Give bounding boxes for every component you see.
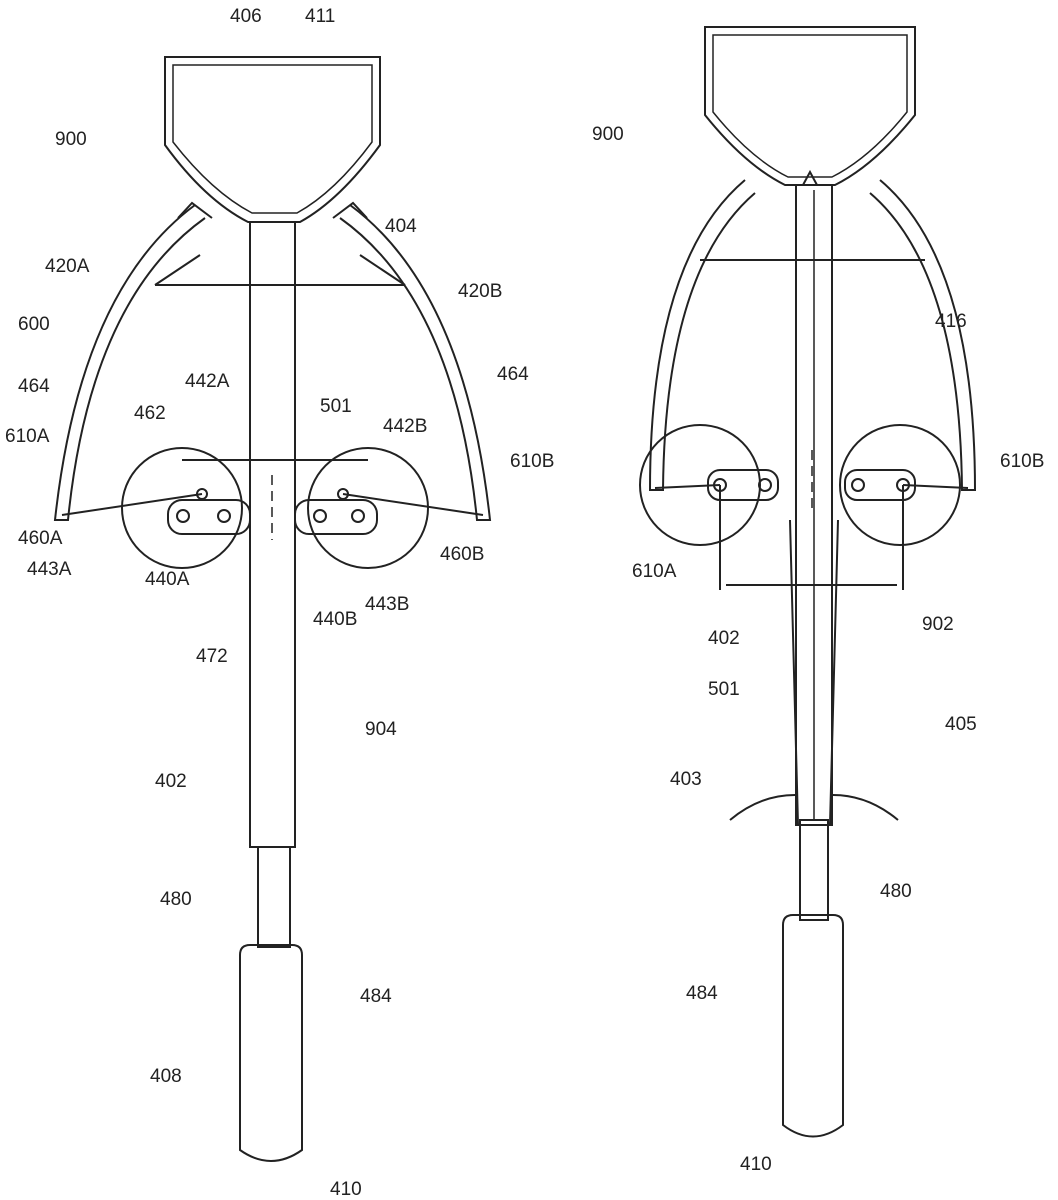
dimension-902 xyxy=(719,485,904,590)
label: 408 xyxy=(150,1066,182,1087)
label: 460A xyxy=(18,528,63,549)
label: 610B xyxy=(1000,451,1044,472)
label: 480 xyxy=(160,889,192,910)
label: 464 xyxy=(497,364,529,385)
labels-right: 900 416 610B 610A 902 402 501 405 403 48… xyxy=(592,124,1044,1175)
pulley-left xyxy=(121,447,243,569)
label: 464 xyxy=(18,376,50,397)
label: 443B xyxy=(365,594,409,615)
label: 484 xyxy=(360,986,392,1007)
label: 411 xyxy=(305,6,335,27)
arm-left xyxy=(53,204,206,521)
slot-right xyxy=(294,499,378,535)
label: 460B xyxy=(440,544,484,565)
label: 900 xyxy=(55,129,87,150)
head-bucket-inner xyxy=(172,64,373,214)
label: 462 xyxy=(134,403,166,424)
handle-grip-2 xyxy=(782,914,844,1138)
label: 501 xyxy=(320,396,352,417)
tip xyxy=(802,169,818,186)
arm-brackets xyxy=(177,201,368,219)
pulley-right-2 xyxy=(839,424,961,546)
label: 440A xyxy=(145,569,190,590)
label: 410 xyxy=(740,1154,772,1175)
arm-right xyxy=(339,204,492,521)
label: 420A xyxy=(45,256,90,277)
head-bucket xyxy=(164,56,381,223)
label: 472 xyxy=(196,646,228,667)
labels-left: 406 411 900 404 420A 420B 600 464 442A 4… xyxy=(5,6,554,1200)
label: 403 xyxy=(670,769,702,790)
inner-tube xyxy=(257,846,291,948)
label: 600 xyxy=(18,314,50,335)
label: 442A xyxy=(185,371,230,392)
label: 442B xyxy=(383,416,427,437)
pivot-443B xyxy=(351,509,365,523)
label: 443A xyxy=(27,559,72,580)
label: 484 xyxy=(686,983,718,1004)
shaft-2 xyxy=(795,184,833,826)
handle-grip xyxy=(239,944,303,1162)
cords xyxy=(61,493,484,516)
label: 480 xyxy=(880,881,912,902)
label: 501 xyxy=(708,679,740,700)
slot-left xyxy=(167,499,251,535)
left-figure xyxy=(53,56,492,1162)
label: 405 xyxy=(945,714,977,735)
head-bucket-2 xyxy=(704,26,916,186)
label: 610A xyxy=(5,426,50,447)
label: 904 xyxy=(365,719,397,740)
inner-tube-2 xyxy=(799,819,829,921)
label: 410 xyxy=(330,1179,362,1200)
label: 440B xyxy=(313,609,357,630)
label: 404 xyxy=(385,216,417,237)
label: 902 xyxy=(922,614,954,635)
arm-right-2 xyxy=(869,179,977,491)
pivot-443A xyxy=(176,509,190,523)
arm-left-2 xyxy=(648,179,756,491)
label: 610A xyxy=(632,561,677,582)
crossbar xyxy=(154,254,406,286)
label: 406 xyxy=(230,6,262,27)
shaft xyxy=(249,221,296,848)
label: 420B xyxy=(458,281,502,302)
taper-403 xyxy=(789,519,839,826)
label: 402 xyxy=(155,771,187,792)
pulley-right xyxy=(307,447,429,569)
label: 900 xyxy=(592,124,624,145)
arc-403 xyxy=(729,794,899,821)
right-figure xyxy=(639,26,977,1138)
label: 402 xyxy=(708,628,740,649)
label: 610B xyxy=(510,451,554,472)
label: 416 xyxy=(935,311,967,332)
